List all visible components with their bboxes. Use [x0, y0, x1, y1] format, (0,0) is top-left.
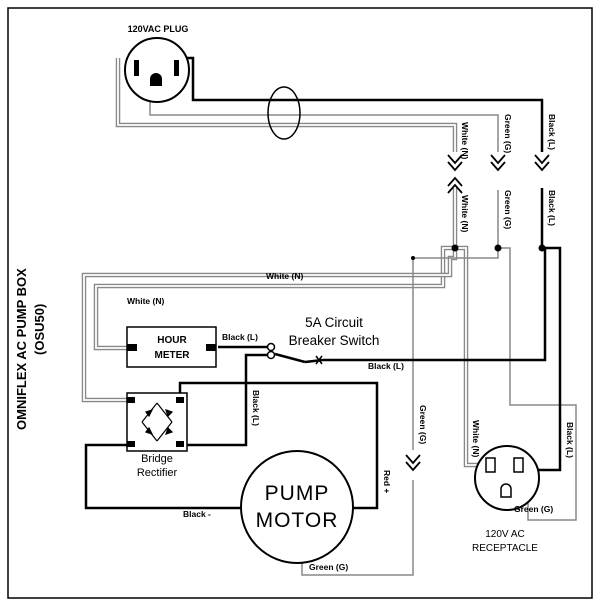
label-white-n-mid: White (N) [460, 195, 470, 232]
label-black-l-breaker: Black (L) [368, 361, 404, 371]
label-green-g-mid: Green (G) [503, 190, 513, 229]
label-white-n-left: White (N) [127, 296, 164, 306]
pump-label-line2: MOTOR [256, 509, 339, 532]
title-line1: OMNIFLEX AC PUMP BOX [14, 268, 29, 430]
hour-meter-line1: HOUR [157, 335, 187, 346]
receptacle-120vac: 120V AC RECEPTACLE [472, 445, 540, 554]
title-block: OMNIFLEX AC PUMP BOX (OSU50) [14, 268, 47, 430]
plug-label: 120VAC PLUG [128, 24, 189, 34]
hour-meter: HOUR METER [126, 326, 217, 368]
bridge-rectifier: Bridge Rectifier [126, 392, 188, 479]
label-green-g-motor: Green (G) [309, 562, 348, 572]
wire-labels: White (N) Green (G) Black (L) White (N) … [127, 114, 575, 572]
label-black-l-hourmeter: Black (L) [222, 332, 258, 342]
cable-bundle-oval [267, 86, 301, 140]
label-black-l-top: Black (L) [547, 114, 557, 150]
pump-motor: PUMP MOTOR [240, 450, 354, 564]
diagram-border [7, 7, 593, 599]
label-black-l-mid: Black (L) [547, 190, 557, 226]
receptacle-label-line2: RECEPTACLE [472, 543, 538, 554]
label-black-l-rectifier: Black (L) [251, 390, 261, 426]
label-white-n-top: White (N) [460, 122, 470, 159]
label-white-n-receptacle: White (N) [471, 420, 481, 457]
label-green-g-center: Green (G) [418, 405, 428, 444]
junction-dots [411, 244, 546, 260]
breaker-label-line1: 5A Circuit [305, 315, 363, 330]
pump-label-line1: PUMP [265, 482, 330, 505]
receptacle-label-line1: 120V AC [485, 529, 524, 540]
label-black-l-receptacle: Black (L) [565, 422, 575, 458]
black-wires [84, 56, 562, 510]
green-ground-wires [149, 80, 577, 576]
plug-120vac: 120VAC PLUG [124, 24, 190, 103]
label-red-plus: Red + [382, 470, 392, 493]
label-white-n-horizontal: White (N) [266, 271, 303, 281]
breaker-label-line2: Breaker Switch [289, 333, 380, 348]
hour-meter-line2: METER [155, 350, 191, 361]
label-green-g-top: Green (G) [503, 114, 513, 153]
rectifier-label-line2: Rectifier [137, 467, 178, 479]
rectifier-label-line1: Bridge [141, 453, 173, 465]
label-green-g-receptacle: Green (G) [514, 504, 553, 514]
connectors [405, 154, 550, 472]
breaker-switch-symbol [266, 342, 323, 365]
title-line2: (OSU50) [32, 304, 47, 355]
label-black-minus: Black - [183, 509, 211, 519]
